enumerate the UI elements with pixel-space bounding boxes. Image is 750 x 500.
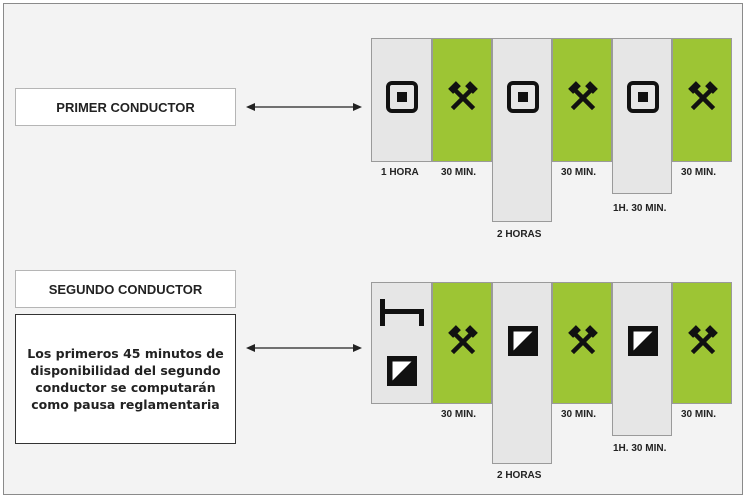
crossed-hammers-icon bbox=[447, 325, 479, 357]
second-caption-rest-2: 2 HORAS bbox=[497, 470, 542, 481]
second-availability-block-1 bbox=[371, 282, 432, 404]
first-caption-rest-2: 2 HORAS bbox=[497, 229, 542, 240]
second-driver-label: SEGUNDO CONDUCTOR bbox=[15, 270, 236, 308]
first-caption-work-2: 30 MIN. bbox=[561, 167, 597, 178]
first-caption-rest-1: 1 HORA bbox=[381, 167, 419, 178]
first-driver-arrow bbox=[246, 103, 362, 111]
availability-square-icon bbox=[627, 325, 659, 357]
rest-square-icon bbox=[627, 81, 659, 113]
first-driver-label: PRIMER CONDUCTOR bbox=[15, 88, 236, 126]
second-caption-work-2: 30 MIN. bbox=[561, 409, 597, 420]
first-work-block-1 bbox=[432, 38, 492, 162]
second-work-block-1 bbox=[432, 282, 492, 404]
crossed-hammers-icon bbox=[567, 325, 599, 357]
second-work-block-3 bbox=[672, 282, 732, 404]
availability-note-text: Los primeros 45 minutos de disponibilida… bbox=[27, 346, 224, 412]
rest-square-icon bbox=[507, 81, 539, 113]
second-driver-arrow bbox=[246, 344, 362, 352]
first-rest-block-2 bbox=[492, 38, 552, 222]
availability-square-icon bbox=[507, 325, 539, 357]
second-work-block-2 bbox=[552, 282, 612, 404]
second-caption-work-3: 30 MIN. bbox=[681, 409, 717, 420]
availability-note: Los primeros 45 minutos de disponibilida… bbox=[15, 314, 236, 444]
second-driver-label-text: SEGUNDO CONDUCTOR bbox=[48, 281, 203, 297]
rest-square-icon bbox=[386, 81, 418, 113]
first-caption-work-1: 30 MIN. bbox=[441, 167, 477, 178]
first-caption-work-3: 30 MIN. bbox=[681, 167, 717, 178]
bed-icon bbox=[378, 297, 428, 327]
second-availability-block-3 bbox=[612, 282, 672, 436]
crossed-hammers-icon bbox=[447, 81, 479, 113]
first-rest-block-3 bbox=[612, 38, 672, 194]
availability-square-icon bbox=[386, 355, 418, 387]
second-availability-block-2 bbox=[492, 282, 552, 464]
second-caption-work-1: 30 MIN. bbox=[441, 409, 477, 420]
second-caption-rest-3: 1H. 30 MIN. bbox=[613, 443, 667, 454]
crossed-hammers-icon bbox=[567, 81, 599, 113]
crossed-hammers-icon bbox=[687, 325, 719, 357]
first-rest-block-1 bbox=[371, 38, 432, 162]
first-driver-label-text: PRIMER CONDUCTOR bbox=[56, 99, 195, 115]
first-work-block-3 bbox=[672, 38, 732, 162]
first-work-block-2 bbox=[552, 38, 612, 162]
first-caption-rest-3: 1H. 30 MIN. bbox=[613, 203, 667, 214]
crossed-hammers-icon bbox=[687, 81, 719, 113]
